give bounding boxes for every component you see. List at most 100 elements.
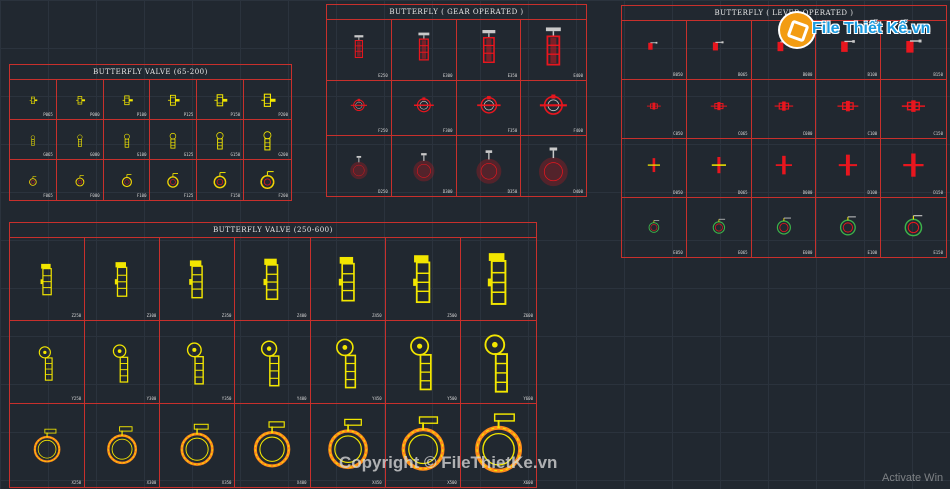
valve-symbol-cell[interactable]: F250 bbox=[327, 80, 392, 136]
valve-symbol-cell[interactable]: B050 bbox=[622, 21, 687, 80]
valve-symbol-cell[interactable]: F125 bbox=[150, 160, 198, 200]
panel-title: BUTTERFLY VALVE (65-200) bbox=[10, 65, 291, 80]
valve-symbol-icon bbox=[167, 173, 180, 188]
symbol-code: D150 bbox=[933, 190, 943, 195]
valve-symbol-cell[interactable]: Z500 bbox=[385, 238, 461, 321]
valve-symbol-cell[interactable]: P080 bbox=[56, 80, 104, 120]
valve-symbol-cell[interactable]: F400 bbox=[521, 81, 586, 136]
valve-symbol-cell[interactable]: Z400 bbox=[235, 238, 311, 321]
valve-symbol-cell[interactable]: X500 bbox=[386, 404, 461, 487]
valve-symbol-cell[interactable]: G065 bbox=[10, 120, 57, 160]
valve-symbol-cell[interactable]: Y500 bbox=[385, 321, 461, 404]
valve-symbol-cell[interactable]: F065 bbox=[10, 160, 57, 200]
valve-symbol-icon bbox=[648, 41, 658, 50]
valve-symbol-cell[interactable]: X400 bbox=[235, 404, 311, 487]
valve-symbol-cell[interactable]: X300 bbox=[85, 404, 161, 487]
symbol-code: F100 bbox=[136, 193, 147, 198]
valve-symbol-cell[interactable]: D080 bbox=[751, 139, 817, 198]
valve-symbol-cell[interactable]: D350 bbox=[457, 135, 522, 196]
valve-symbol-cell[interactable]: Z300 bbox=[85, 238, 161, 321]
valve-symbol-cell[interactable]: Y600 bbox=[460, 321, 536, 404]
valve-symbol-cell[interactable]: E350 bbox=[456, 20, 522, 81]
valve-symbol-cell[interactable]: E250 bbox=[327, 20, 392, 81]
valve-symbol-cell[interactable]: F200 bbox=[244, 160, 291, 200]
symbol-code: Z350 bbox=[221, 313, 232, 318]
valve-symbol-cell[interactable]: D300 bbox=[392, 135, 457, 196]
valve-symbol-icon bbox=[254, 421, 291, 468]
valve-symbol-cell[interactable]: E400 bbox=[521, 20, 586, 81]
valve-symbol-cell[interactable]: X600 bbox=[461, 404, 536, 487]
valve-symbol-cell[interactable]: C080 bbox=[751, 80, 817, 139]
valve-symbol-icon bbox=[711, 156, 726, 174]
valve-symbol-cell[interactable]: Z250 bbox=[10, 238, 86, 321]
valve-symbol-cell[interactable]: X250 bbox=[10, 404, 86, 487]
symbol-code: C050 bbox=[673, 131, 683, 136]
valve-symbol-cell[interactable]: C100 bbox=[816, 80, 882, 139]
valve-symbol-cell[interactable]: G125 bbox=[150, 120, 198, 160]
valve-symbol-icon bbox=[107, 426, 138, 465]
valve-symbol-cell[interactable]: Y250 bbox=[10, 321, 86, 404]
valve-symbol-icon bbox=[77, 134, 83, 147]
valve-symbol-cell[interactable]: P150 bbox=[197, 80, 245, 120]
valve-symbol-icon bbox=[546, 27, 562, 66]
valve-symbol-cell[interactable]: B065 bbox=[686, 21, 752, 80]
valve-symbol-cell[interactable]: Y400 bbox=[235, 321, 311, 404]
valve-symbol-icon bbox=[903, 153, 924, 177]
valve-symbol-cell[interactable]: Y350 bbox=[160, 321, 236, 404]
symbol-code: D050 bbox=[673, 190, 683, 195]
symbol-code: Z250 bbox=[71, 313, 82, 318]
valve-symbol-cell[interactable]: D250 bbox=[327, 135, 392, 196]
valve-symbol-cell[interactable]: G150 bbox=[197, 120, 245, 160]
valve-symbol-cell[interactable]: E065 bbox=[687, 198, 752, 257]
valve-symbol-cell[interactable]: P125 bbox=[150, 80, 198, 120]
valve-symbol-cell[interactable]: F350 bbox=[456, 80, 522, 136]
valve-symbol-cell[interactable]: P200 bbox=[244, 80, 291, 120]
valve-symbol-cell[interactable]: B150 bbox=[881, 21, 946, 80]
valve-symbol-cell[interactable]: D400 bbox=[521, 136, 586, 197]
valve-symbol-cell[interactable]: Z450 bbox=[310, 238, 386, 321]
valve-symbol-cell[interactable]: Z600 bbox=[460, 238, 536, 321]
valve-symbol-cell[interactable]: E300 bbox=[391, 20, 457, 81]
valve-symbol-icon bbox=[189, 260, 204, 299]
valve-symbol-cell[interactable]: P065 bbox=[10, 80, 57, 120]
valve-symbol-cell[interactable]: C150 bbox=[881, 80, 946, 139]
valve-symbol-cell[interactable]: P100 bbox=[103, 80, 151, 120]
valve-symbol-cell[interactable]: Y300 bbox=[85, 321, 161, 404]
valve-symbol-cell[interactable]: D050 bbox=[622, 139, 687, 198]
valve-symbol-cell[interactable]: G080 bbox=[56, 120, 104, 160]
valve-symbol-cell[interactable]: G100 bbox=[103, 120, 151, 160]
valve-symbol-cell[interactable]: F150 bbox=[197, 160, 245, 200]
logo-icon bbox=[780, 13, 814, 47]
symbol-code: F125 bbox=[183, 193, 194, 198]
valve-symbol-cell[interactable]: E150 bbox=[881, 198, 946, 257]
valve-symbol-cell[interactable]: E080 bbox=[752, 198, 817, 257]
valve-symbol-icon bbox=[646, 102, 661, 110]
valve-symbol-icon bbox=[33, 428, 61, 463]
valve-symbol-cell[interactable]: D100 bbox=[816, 139, 882, 198]
valve-symbol-cell[interactable]: X350 bbox=[160, 404, 236, 487]
symbol-code: F350 bbox=[507, 127, 518, 133]
valve-symbol-cell[interactable]: F080 bbox=[57, 160, 104, 200]
symbol-code: Z600 bbox=[523, 313, 533, 318]
valve-symbol-cell[interactable]: F100 bbox=[104, 160, 151, 200]
valve-symbol-cell[interactable]: Y450 bbox=[310, 321, 386, 404]
valve-symbol-cell[interactable]: Z350 bbox=[160, 238, 236, 321]
symbol-code: E050 bbox=[673, 250, 683, 255]
symbol-code: Y400 bbox=[296, 396, 307, 401]
valve-symbol-cell[interactable]: B100 bbox=[816, 21, 882, 80]
valve-symbol-cell[interactable]: C050 bbox=[622, 80, 687, 139]
symbol-code: B100 bbox=[867, 72, 878, 77]
valve-symbol-cell[interactable]: G200 bbox=[244, 120, 291, 160]
valve-symbol-cell[interactable]: D150 bbox=[881, 139, 946, 198]
valve-symbol-cell[interactable]: D065 bbox=[686, 139, 752, 198]
valve-symbol-cell[interactable]: X450 bbox=[311, 404, 386, 487]
valve-symbol-cell[interactable]: F300 bbox=[391, 80, 457, 136]
valve-symbol-cell[interactable]: E050 bbox=[622, 198, 687, 257]
valve-symbol-cell[interactable]: E100 bbox=[816, 198, 882, 257]
valve-symbol-cell[interactable]: C065 bbox=[686, 80, 752, 139]
symbol-code: G200 bbox=[278, 152, 288, 157]
